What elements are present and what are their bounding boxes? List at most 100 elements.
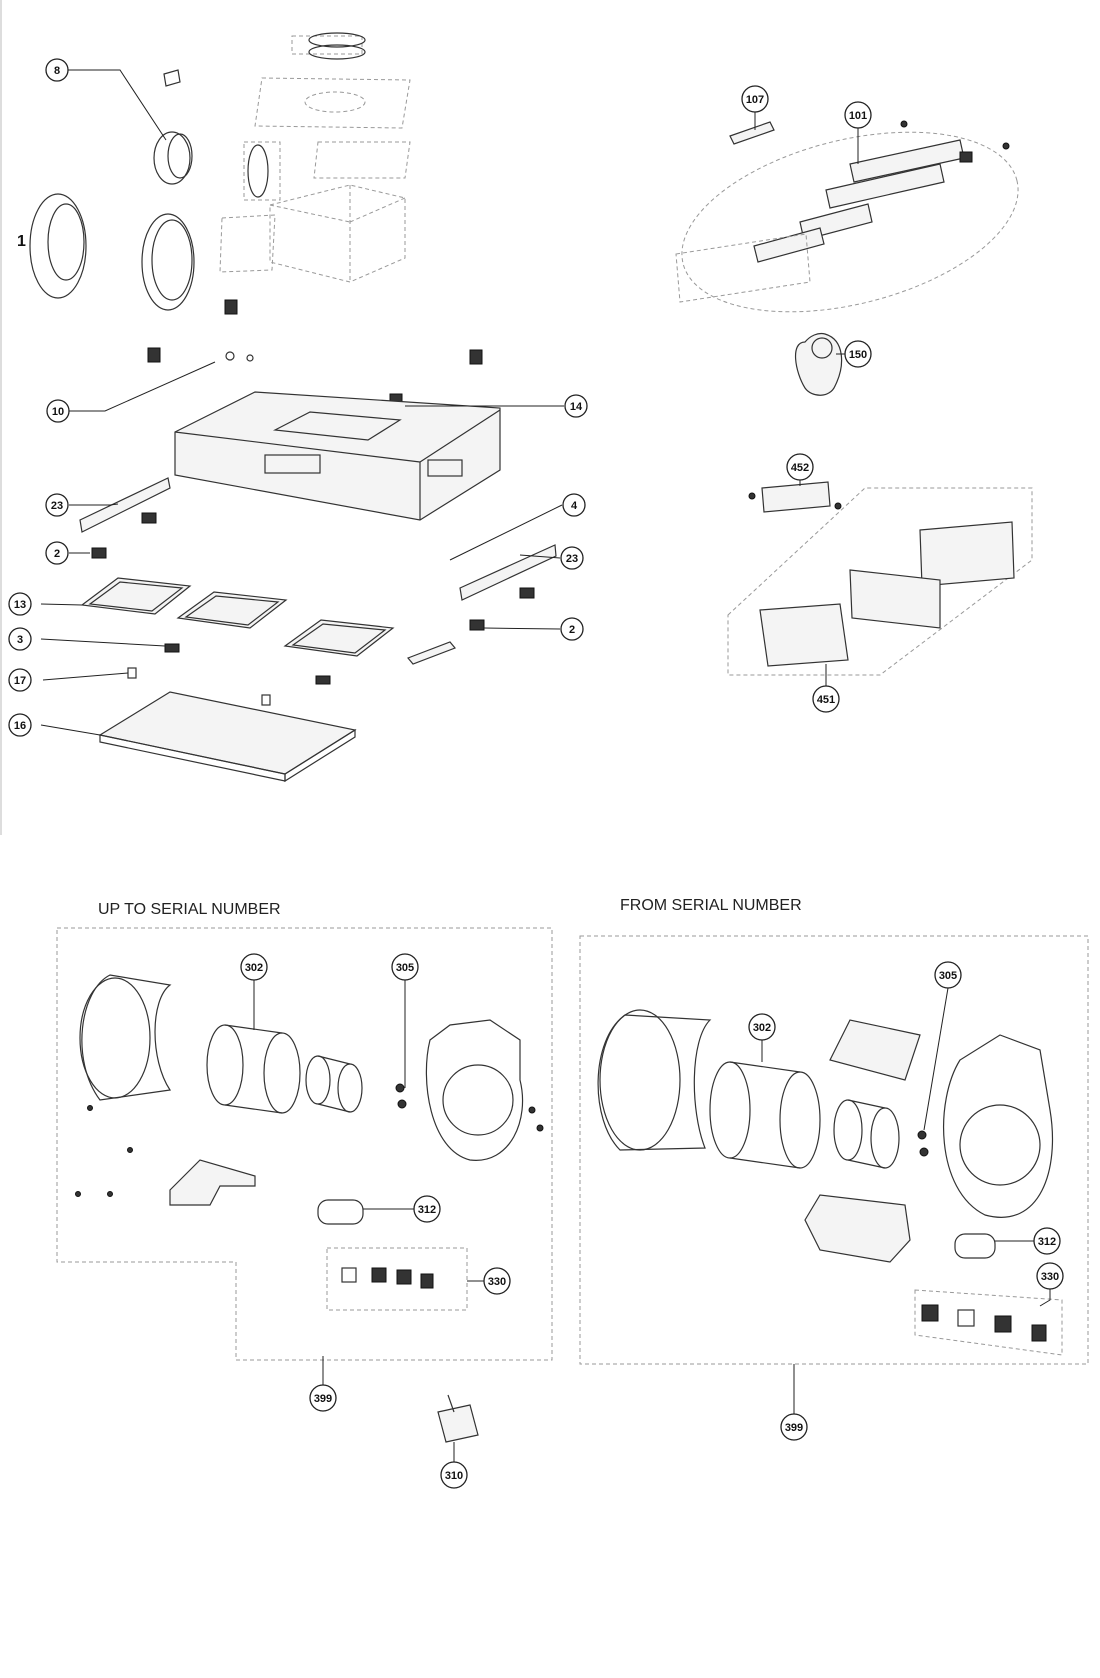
scroll-plate xyxy=(804,1194,911,1263)
grease-filters xyxy=(80,577,395,657)
assembly-number: 1 xyxy=(17,233,26,250)
callout-label: 305 xyxy=(396,962,414,974)
blower-wheel-302 xyxy=(206,1024,301,1114)
callout-label: 312 xyxy=(1038,1236,1056,1248)
callout-150: 150 xyxy=(844,340,872,368)
caption-from-serial: FROM SERIAL NUMBER xyxy=(620,897,802,914)
blower-housing-new xyxy=(943,1034,1054,1218)
callout-302-new: 302 xyxy=(748,1013,776,1041)
callout-label: 101 xyxy=(849,110,867,122)
electronics-box-451 xyxy=(759,521,1015,667)
plenum-box xyxy=(269,184,406,283)
callout-101: 101 xyxy=(844,101,872,129)
callout-label: 330 xyxy=(488,1276,506,1288)
callout-label: 330 xyxy=(1041,1271,1059,1283)
bottom-panel xyxy=(98,691,357,783)
callout-label: 8 xyxy=(54,65,60,77)
callout-label: 150 xyxy=(849,349,867,361)
callout-2-left: 2 xyxy=(45,541,69,565)
switch-310 xyxy=(437,1394,479,1443)
callout-label: 452 xyxy=(791,462,809,474)
callout-label: 2 xyxy=(569,624,575,636)
callout-label: 23 xyxy=(51,500,63,512)
control-module-452 xyxy=(761,481,831,513)
callout-305-new: 305 xyxy=(934,961,962,989)
callout-label: 13 xyxy=(14,599,26,611)
callout-312-old: 312 xyxy=(413,1195,441,1223)
remote-control xyxy=(794,332,843,396)
callout-17: 17 xyxy=(8,668,32,692)
hood-body xyxy=(174,391,501,521)
control-assembly xyxy=(675,120,1033,676)
callout-16: 16 xyxy=(8,713,32,737)
callout-302-old: 302 xyxy=(240,953,268,981)
callout-label: 305 xyxy=(939,970,957,982)
callout-label: 451 xyxy=(817,694,835,706)
callout-310: 310 xyxy=(440,1461,468,1489)
duct-collar xyxy=(291,32,366,60)
capacitor-312-new xyxy=(954,1233,996,1259)
spacer-17 xyxy=(127,667,137,679)
callout-label: 2 xyxy=(54,548,60,560)
callout-8: 8 xyxy=(45,58,69,82)
callout-312-new: 312 xyxy=(1033,1227,1061,1255)
control-bracket-107 xyxy=(729,121,775,145)
motor xyxy=(305,1055,363,1113)
callout-305-old: 305 xyxy=(391,953,419,981)
capacitor-312 xyxy=(317,1199,364,1225)
light-strip xyxy=(407,641,456,665)
callout-label: 107 xyxy=(746,94,764,106)
callout-2-right: 2 xyxy=(560,617,584,641)
callout-107: 107 xyxy=(741,85,769,113)
blower-group-outline-new xyxy=(579,935,1089,1365)
callout-label: 399 xyxy=(785,1422,803,1434)
blower-group-outline-old xyxy=(56,927,553,1361)
callout-330-old: 330 xyxy=(483,1267,511,1295)
callout-label: 312 xyxy=(418,1204,436,1216)
callout-3: 3 xyxy=(8,627,32,651)
duct-ring-8 xyxy=(153,131,193,185)
leader-lines xyxy=(40,69,1051,1462)
side-collar xyxy=(243,141,281,201)
blower-housing xyxy=(425,1019,524,1161)
callout-14: 14 xyxy=(564,394,588,418)
clip-right xyxy=(469,619,485,631)
callout-label: 23 xyxy=(566,553,578,565)
motor-new xyxy=(833,1099,900,1169)
blower-assembly-old xyxy=(75,974,544,1311)
bracket-clip xyxy=(224,299,238,315)
callout-13: 13 xyxy=(8,592,32,616)
filter-rail-right xyxy=(459,544,557,601)
callout-label: 17 xyxy=(14,675,26,687)
connectors-330-new xyxy=(921,1304,1047,1342)
callout-23-left: 23 xyxy=(45,493,69,517)
callout-label: 302 xyxy=(245,962,263,974)
caption-up-to-serial: UP TO SERIAL NUMBER xyxy=(98,901,281,918)
blower-assembly-new xyxy=(597,1009,1063,1356)
callout-451: 451 xyxy=(812,685,840,713)
gasket-frame xyxy=(313,141,411,179)
callout-10: 10 xyxy=(46,399,70,423)
callout-452: 452 xyxy=(786,453,814,481)
callout-399-old: 399 xyxy=(309,1384,337,1412)
callout-label: 16 xyxy=(14,720,26,732)
filter-rail-left xyxy=(79,477,171,533)
hood-assembly xyxy=(29,32,557,783)
callout-label: 302 xyxy=(753,1022,771,1034)
cover-plate xyxy=(829,1019,921,1081)
callout-4: 4 xyxy=(562,493,586,517)
damper-ring xyxy=(29,193,195,311)
callout-label: 14 xyxy=(570,401,583,413)
callout-label: 10 xyxy=(52,406,64,418)
callout-330-new: 330 xyxy=(1036,1262,1064,1290)
callout-label: 310 xyxy=(445,1470,463,1482)
clip-left xyxy=(91,547,107,559)
connectors-330 xyxy=(341,1267,434,1289)
callout-label: 4 xyxy=(571,500,578,512)
top-plate xyxy=(254,77,411,129)
callout-399-new: 399 xyxy=(780,1413,808,1441)
callout-label: 399 xyxy=(314,1393,332,1405)
callout-23-right: 23 xyxy=(560,546,584,570)
callout-label: 3 xyxy=(17,634,23,646)
